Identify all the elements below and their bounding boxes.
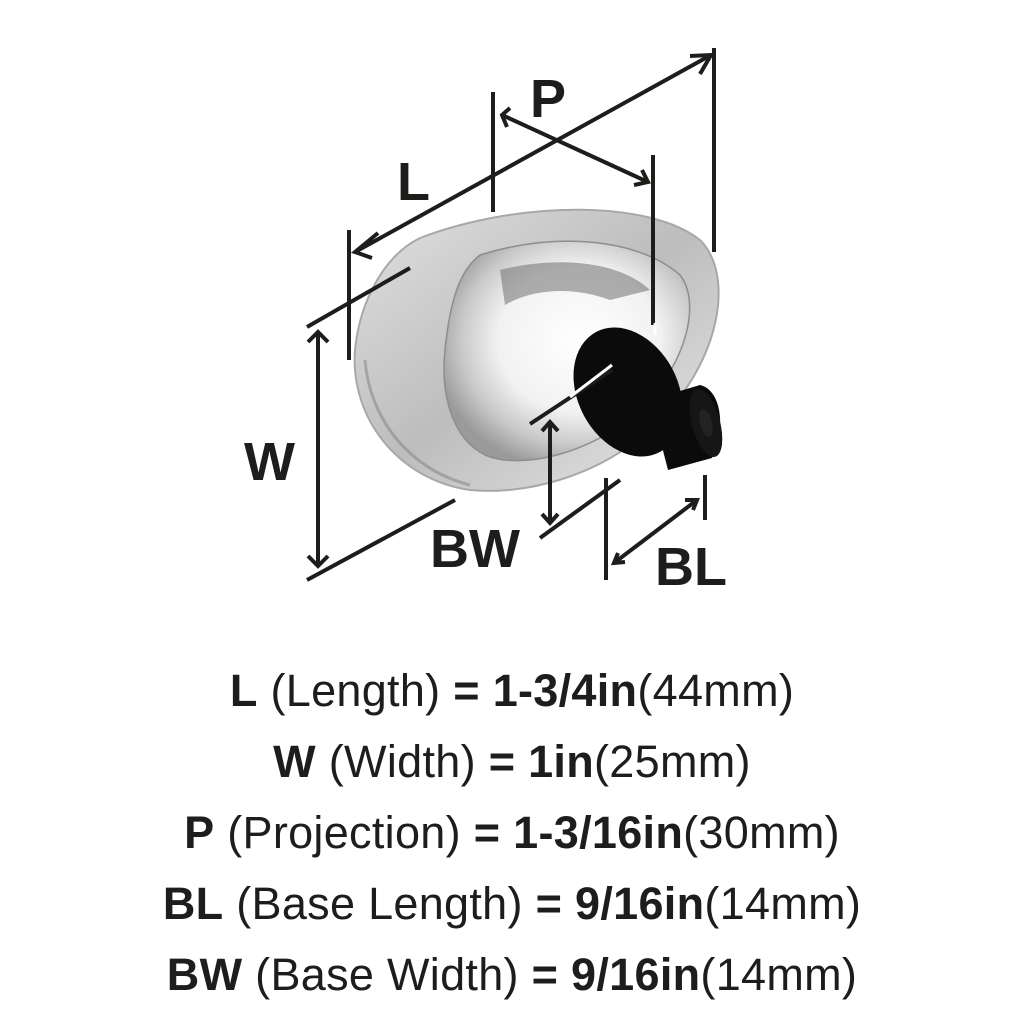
dimension-diagram: L P W BW BL (244, 48, 727, 597)
label-length: L (397, 152, 430, 212)
spec-abbr: BL (162, 878, 224, 929)
spec-abbr: P (184, 807, 215, 858)
spec-imperial: 9/16in (575, 878, 705, 929)
spec-equals: = (473, 807, 501, 858)
spec-name: (Projection) (227, 807, 461, 858)
spec-abbr: W (273, 736, 316, 787)
knob-base (573, 327, 723, 470)
spec-imperial: 1-3/16in (513, 807, 684, 858)
spec-imperial: 9/16in (571, 949, 701, 1000)
knob-illustration (306, 48, 723, 582)
spec-list: L (Length) = 1-3/4in(44mm) W (Width) = 1… (0, 655, 1024, 1010)
label-projection: P (530, 69, 567, 129)
spec-equals: = (453, 665, 480, 716)
base-highlight-lines (569, 323, 657, 399)
spec-name: (Width) (328, 736, 476, 787)
spec-row-base-length: BL (Base Length) = 9/16in(14mm) (0, 868, 1024, 939)
label-base-width: BW (430, 519, 520, 579)
spec-equals: = (531, 949, 559, 1000)
spec-equals: = (488, 736, 516, 787)
spec-abbr: L (229, 665, 258, 716)
spec-row-projection: P (Projection) = 1-3/16in(30mm) (0, 797, 1024, 868)
spec-metric: (44mm) (637, 665, 795, 716)
spec-imperial: 1-3/4in (492, 665, 638, 716)
spec-metric: (30mm) (683, 807, 840, 858)
spec-name: (Base Width) (255, 949, 519, 1000)
spec-name: (Base Length) (236, 878, 523, 929)
spec-imperial: 1in (528, 736, 595, 787)
spec-row-base-width: BW (Base Width) = 9/16in(14mm) (0, 939, 1024, 1010)
spec-row-width: W (Width) = 1in(25mm) (0, 726, 1024, 797)
spec-metric: (14mm) (704, 878, 862, 929)
spec-name: (Length) (270, 665, 441, 716)
dimension-lines (306, 48, 716, 582)
spec-metric: (25mm) (594, 736, 751, 787)
label-width: W (244, 432, 295, 492)
spec-equals: = (535, 878, 563, 929)
spec-row-length: L (Length) = 1-3/4in(44mm) (0, 655, 1024, 726)
spec-metric: (14mm) (700, 949, 858, 1000)
spec-abbr: BW (166, 949, 243, 1000)
label-base-length: BL (655, 537, 727, 597)
